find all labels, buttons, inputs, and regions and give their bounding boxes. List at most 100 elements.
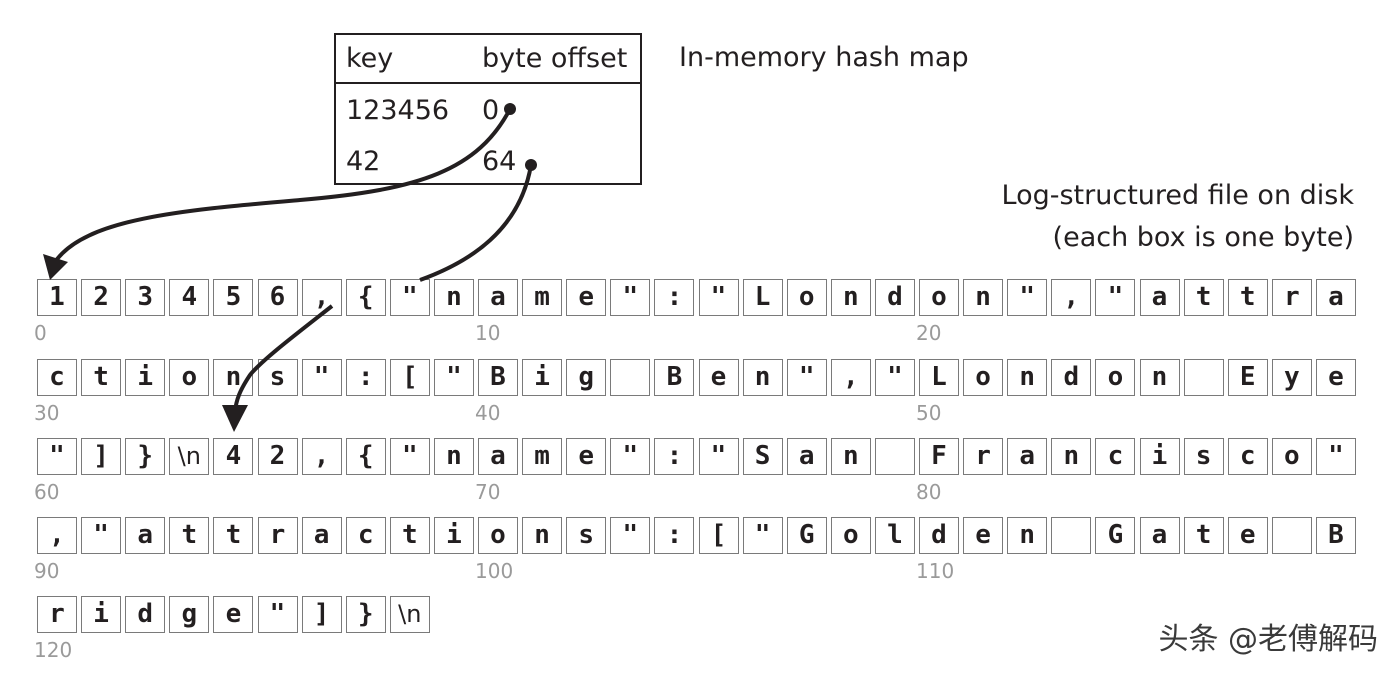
hash-map-row-value: 64 [482,146,517,177]
byte-offset-label: 60 [34,480,60,504]
byte-box: n [433,279,474,316]
byte-box: g [169,596,210,633]
log-file-subtitle: (each box is one byte) [1052,222,1354,253]
byte-box: G [1095,517,1136,554]
byte-box: a [1315,279,1356,316]
byte-box: s [257,359,298,396]
byte-box: " [610,438,651,475]
byte-box: o [830,517,871,554]
byte-box: " [610,279,651,316]
byte-box: t [81,359,122,396]
byte-box: { [345,438,386,475]
byte-box: r [257,517,298,554]
byte-box: o [786,279,827,316]
byte-box: " [1095,279,1136,316]
byte-box: e [698,359,739,396]
byte-box: B [654,359,695,396]
hash-map-row-key: 123456 [346,95,450,126]
byte-offset-label: 50 [916,401,942,425]
byte-box: a [478,279,518,316]
watermark: 头条 @老傅解码 [1158,622,1378,657]
hash-map-header-key: key [346,43,394,74]
byte-box: : [654,279,695,316]
byte-box [1183,359,1224,396]
byte-box: 4 [169,279,210,316]
byte-box: r [1271,279,1312,316]
byte-box: e [213,596,254,633]
byte-box: ] [81,438,122,475]
byte-box: c [345,517,386,554]
hash-map-header: key byte offset [336,35,640,84]
byte-box: , [830,359,871,396]
byte-box: a [125,517,166,554]
byte-box: " [786,359,827,396]
byte-box: d [1051,359,1092,396]
byte-box: d [125,596,166,633]
byte-offset-label: 0 [34,321,47,345]
byte-offset-label: 100 [475,559,514,583]
byte-box: ] [301,596,342,633]
byte-box: " [742,517,783,554]
byte-box: c [1227,438,1268,475]
byte-box: { [345,279,386,316]
byte-box: \n [389,596,430,633]
byte-box: r [37,596,77,633]
byte-box: n [1007,359,1048,396]
hash-map-table: key byte offset 123456 0 42 64 [334,33,642,185]
byte-box: e [1227,517,1268,554]
byte-box: e [566,279,607,316]
byte-box: a [1139,279,1180,316]
byte-box: " [81,517,122,554]
byte-box: [ [389,359,430,396]
pointer-arrowhead-offset-64 [222,405,248,432]
byte-box: " [389,279,430,316]
byte-box: \n [169,438,210,475]
byte-box: " [1315,438,1356,475]
byte-box: n [522,517,563,554]
byte-box: a [301,517,342,554]
byte-box: E [1227,359,1268,396]
byte-box: c [37,359,77,396]
byte-box [1051,517,1092,554]
byte-box: e [566,438,607,475]
byte-box: S [742,438,783,475]
byte-box: } [345,596,386,633]
byte-box: m [522,279,563,316]
byte-box: s [566,517,607,554]
byte-box: o [919,279,959,316]
byte-box: n [963,279,1004,316]
byte-box: t [213,517,254,554]
byte-box: " [1007,279,1048,316]
byte-box: " [257,596,298,633]
byte-box [1271,517,1312,554]
byte-box: a [1007,438,1048,475]
byte-box: B [1315,517,1356,554]
byte-box: n [830,279,871,316]
byte-box [610,359,651,396]
byte-box: " [698,279,739,316]
byte-offset-label: 110 [916,559,955,583]
byte-box: o [1271,438,1312,475]
byte-box: 3 [125,279,166,316]
byte-box: " [433,359,474,396]
byte-box: l [874,517,915,554]
byte-box: , [1051,279,1092,316]
byte-box: n [1051,438,1092,475]
byte-box: n [830,438,871,475]
hash-map-header-value: byte offset [482,43,628,74]
byte-box: d [919,517,959,554]
byte-box: , [301,438,342,475]
byte-box: i [433,517,474,554]
byte-box: " [698,438,739,475]
byte-box: i [125,359,166,396]
byte-box: [ [698,517,739,554]
byte-box: n [742,359,783,396]
byte-offset-label: 10 [475,321,501,345]
byte-box [874,438,915,475]
hash-map-row-key: 42 [346,146,381,177]
byte-box: : [654,438,695,475]
byte-box: L [919,359,959,396]
byte-box: " [874,359,915,396]
byte-offset-label: 40 [475,401,501,425]
